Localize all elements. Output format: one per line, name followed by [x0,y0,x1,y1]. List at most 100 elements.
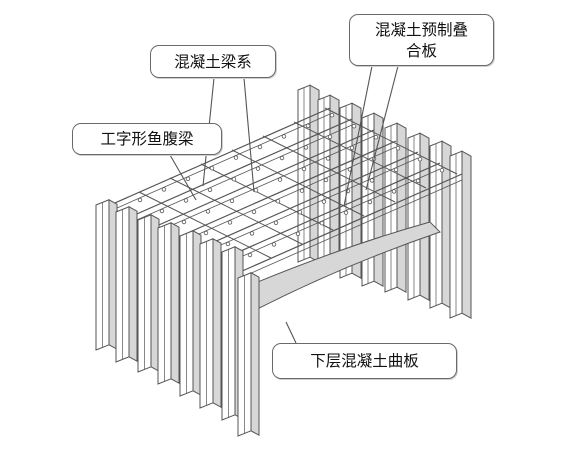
longitudinal-beam-bottom-4 [173,146,397,246]
transverse-beam-7 [293,121,427,189]
web-hole [343,210,349,215]
web-hole [393,167,399,172]
leader-i-fishbelly-beam [169,154,197,201]
front-column-6 [199,237,222,409]
longitudinal-beam-6 [217,162,441,262]
back-column-7 [429,140,452,309]
column-side-face [461,150,472,319]
web-hole [395,145,401,151]
web-hole [161,187,167,192]
longitudinal-beam-bottom-3 [151,135,375,235]
transverse-beam-8 [324,107,458,175]
column-side-face [351,102,362,279]
web-hole [323,177,329,183]
web-hole [233,155,239,160]
web-hole [415,178,421,183]
column-side-face [250,271,260,437]
web-hole [349,145,355,150]
longitudinal-beam-1 [107,107,331,207]
column-side-face [329,94,340,271]
web-hole [205,209,211,214]
web-hole [417,156,423,162]
web-hole [271,242,277,247]
callout-lower-curved-slab-text: 下层混凝土曲板 [310,352,419,370]
web-hole [257,144,263,150]
longitudinal-beam-bottom-5 [195,157,419,257]
web-hole [181,219,187,225]
web-hole [231,176,237,182]
callout-concrete-beam-system-text: 混凝土梁系 [174,53,252,71]
web-hole [225,241,231,247]
web-hole [369,178,375,183]
leader-precast-slab-1 [343,65,373,207]
longitudinal-beam-2 [129,118,353,218]
web-hole [229,198,235,203]
callout-lower-curved-slab: 下层混凝土曲板 [272,343,457,379]
web-hole [277,177,283,182]
back-column-2 [317,94,340,271]
web-hole [297,209,303,215]
longitudinal-beam-4 [173,140,397,240]
web-hole [391,189,397,194]
web-hole [185,176,191,181]
web-hole [251,209,257,214]
back-column-6 [407,132,430,301]
web-hole [373,134,379,140]
leader-lower-curved-slab [285,321,297,344]
longitudinal-beam-7 [239,173,463,273]
transverse-beam-6 [262,135,396,203]
web-hole [227,220,233,225]
transverse-beam-3 [169,177,303,245]
web-hole [273,220,279,225]
web-hole [183,198,189,203]
callout-leader-lines [169,65,399,344]
longitudinal-beam-bottom-6 [217,168,441,268]
lower-curved-slab [213,221,441,319]
front-column-1 [95,198,118,351]
web-hole [275,198,281,204]
leader-precast-slab-2 [365,65,399,191]
web-hole [249,231,255,236]
callout-precast-composite-slab: 混凝土预制叠 合板 [349,14,494,66]
longitudinal-beam-bottom-1 [107,113,331,213]
column-side-face [170,221,180,385]
transverse-beam-5 [231,149,365,217]
web-hole [137,197,143,203]
web-hole [351,123,357,129]
front-column-3 [137,213,160,373]
web-hole [207,187,213,192]
web-hole [203,230,209,236]
web-hole [281,134,287,139]
transverse-beam-2 [138,191,272,259]
column-side-face [212,237,222,409]
callout-precast-composite-slab-text-2: 合板 [405,42,437,60]
callout-precast-composite-slab-text-1: 混凝土预制叠 [374,21,468,39]
callout-concrete-beam-system: 混凝土梁系 [150,45,276,78]
web-hole [439,167,445,173]
web-hole [305,123,311,128]
web-hole [209,165,215,171]
web-hole [327,134,333,139]
back-column-8 [449,150,472,319]
web-hole [319,220,325,226]
front-column-8 [237,271,260,437]
web-hole [321,199,327,204]
longitudinal-beam-3 [151,129,375,229]
curved-slab-underside [213,221,441,319]
web-hole [303,145,309,150]
web-hole [247,252,253,258]
web-hole [295,231,301,236]
longitudinal-beam-bottom-7 [239,179,463,279]
web-hole [279,155,285,161]
longitudinal-beam-bottom-2 [129,124,353,224]
beam-grid [107,107,463,279]
web-hole [301,166,307,172]
back-column-5 [384,122,407,293]
web-hole [325,156,331,161]
front-columns [95,198,260,437]
callout-i-fishbelly-beam: 工字形鱼腹梁 [72,123,222,155]
web-hole [253,187,259,193]
longitudinal-beam-5 [195,151,419,251]
web-hole [367,199,373,205]
